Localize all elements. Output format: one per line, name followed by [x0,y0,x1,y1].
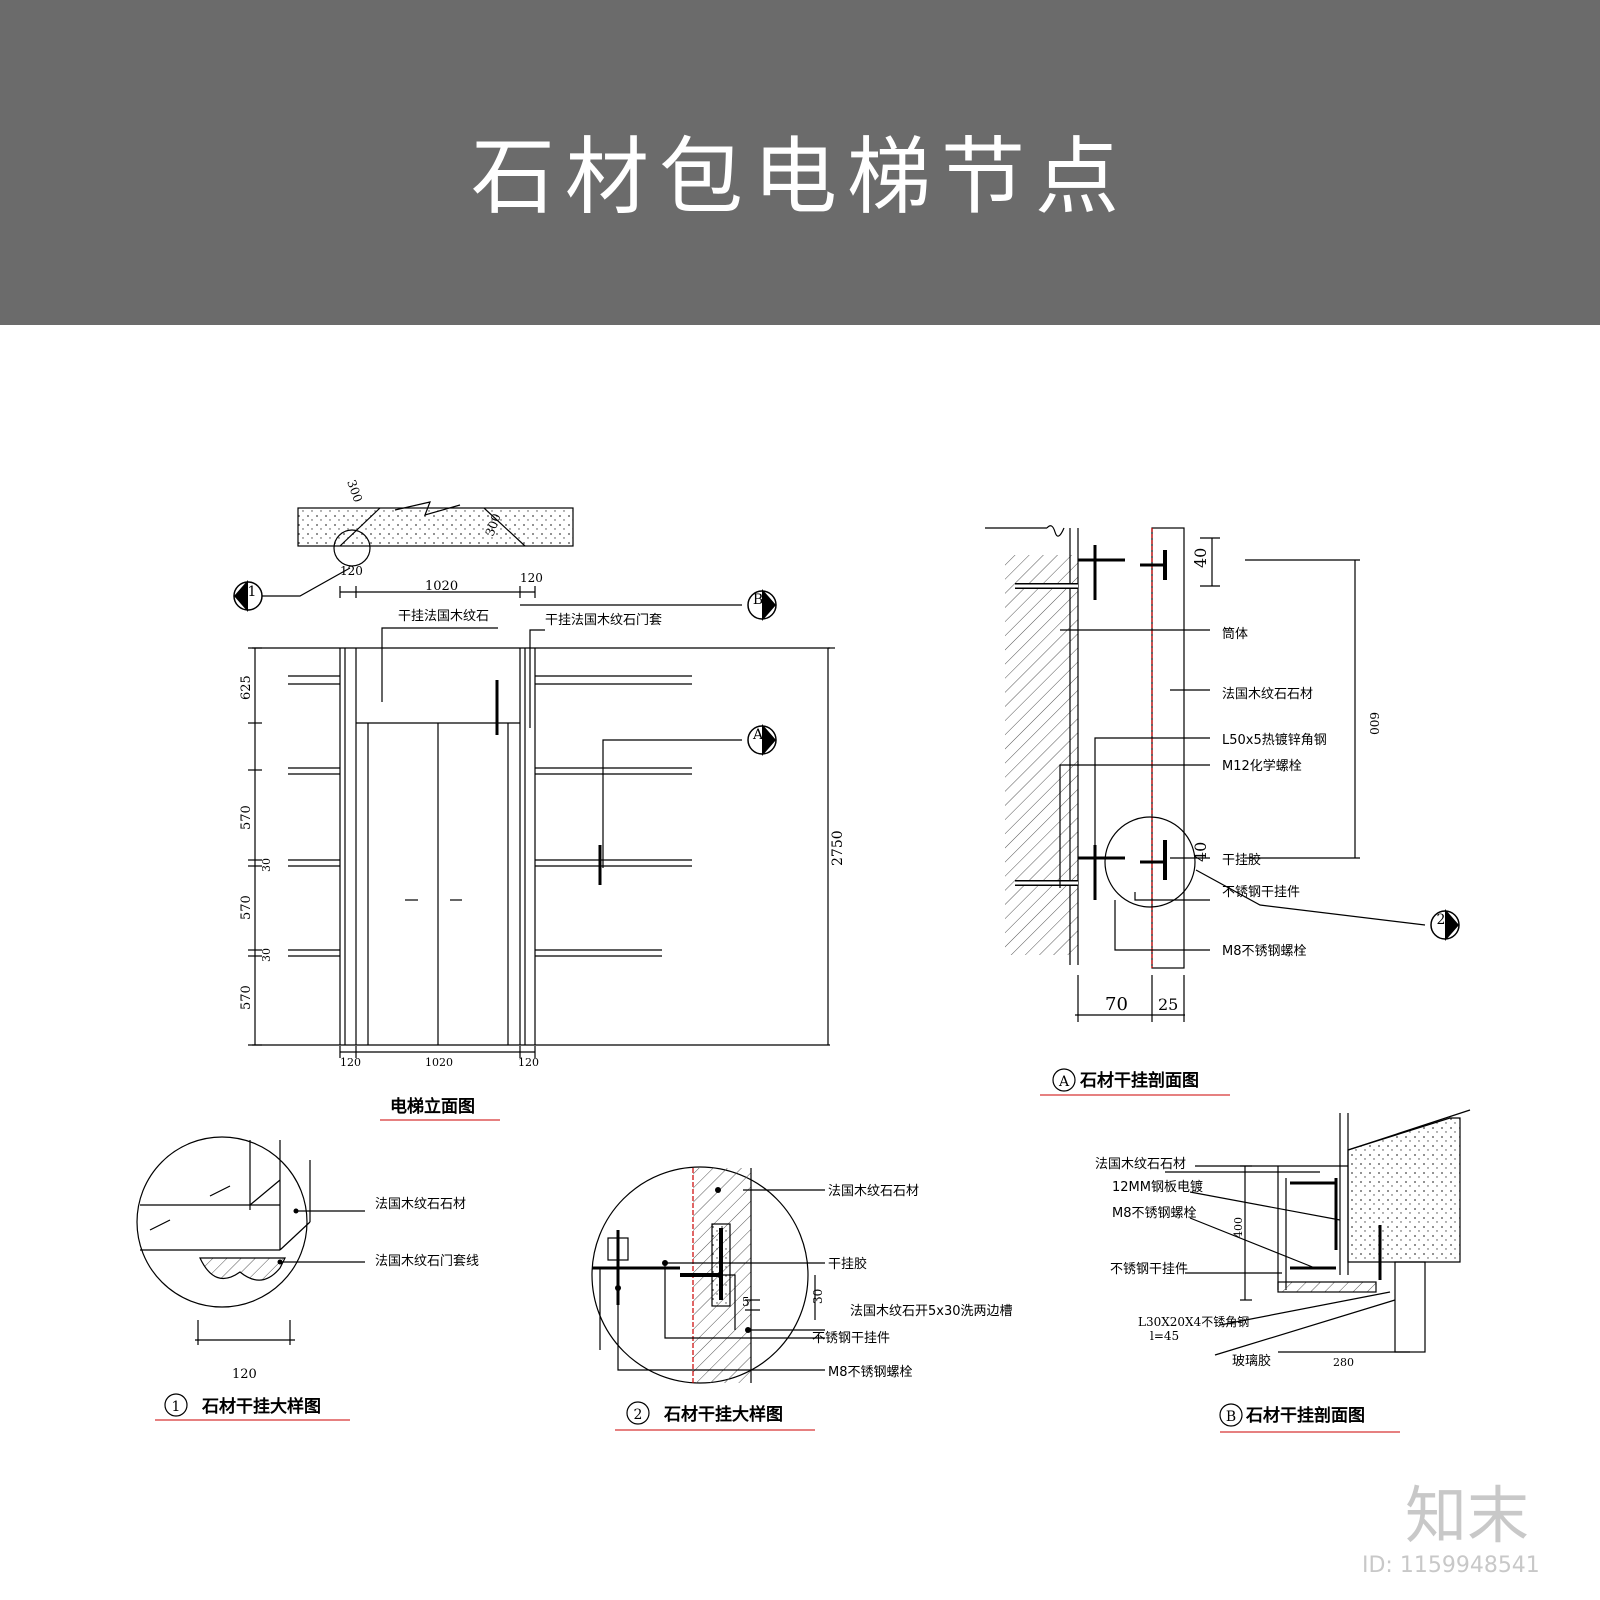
elevation-annotations: 干挂法国木纹石 干挂法国木纹石门套 300 300 120 1020 120 1… [239,478,846,1117]
svg-text:不锈钢干挂件: 不锈钢干挂件 [1110,1262,1188,1277]
svg-text:70: 70 [1105,994,1128,1015]
section-marker-b: B [747,589,777,621]
svg-text:40: 40 [1191,548,1210,568]
svg-text:1020: 1020 [425,1056,453,1069]
svg-text:280: 280 [1333,1356,1354,1369]
svg-text:600: 600 [1367,712,1381,735]
svg-text:25: 25 [1158,995,1178,1014]
section-a-annotations: 筒体 法国木纹石石材 L50x5热镀锌角钢 M12化学螺栓 干挂胶 不锈钢干挂件… [1052,548,1381,1092]
brand-watermark: 知末 [1405,1479,1530,1552]
svg-text:l=45: l=45 [1150,1329,1179,1343]
section-b-drawing [1165,1109,1471,1433]
label-door-frame: 干挂法国木纹石门套 [545,612,662,628]
section-a-title: 石材干挂剖面图 [1079,1070,1199,1091]
svg-text:M8不锈钢螺栓: M8不锈钢螺栓 [1112,1206,1197,1221]
svg-text:M8不锈钢螺栓: M8不锈钢螺栓 [828,1365,913,1380]
svg-text:2: 2 [634,1407,643,1423]
svg-text:40: 40 [1191,842,1210,862]
svg-text:120: 120 [518,1056,539,1069]
section-marker-a: A [747,724,777,756]
svg-text:B: B [1226,1409,1236,1425]
svg-text:400: 400 [1232,1217,1245,1238]
label-hanger: 不锈钢干挂件 [1222,885,1300,900]
section-b-title: 石材干挂剖面图 [1245,1405,1365,1426]
svg-text:30: 30 [260,858,273,872]
svg-text:570: 570 [239,895,254,920]
section-a-drawing [985,525,1426,1096]
detail-1-drawing [136,1136,365,1421]
section-b-annotations: 法国木纹石石材 12MM钢板电镀 M8不锈钢螺栓 不锈钢干挂件 L30X20X4… [1095,1157,1365,1427]
label-stone-panel: 干挂法国木纹石 [398,609,489,624]
image-id-watermark: ID: 1159948541 [1362,1553,1540,1578]
svg-text:L30X20X4不锈角钢: L30X20X4不锈角钢 [1138,1315,1249,1329]
section-marker-1: 1 [233,580,263,612]
svg-text:玻璃胶: 玻璃胶 [1232,1353,1271,1369]
svg-text:30: 30 [260,948,273,962]
svg-text:120: 120 [340,564,363,578]
title-banner: 石材包电梯节点 [0,0,1600,325]
svg-text:法国木纹石石材: 法国木纹石石材 [375,1197,466,1212]
svg-text:12MM钢板电镀: 12MM钢板电镀 [1112,1179,1203,1195]
svg-text:干挂胶: 干挂胶 [828,1256,867,1272]
svg-text:法国木纹石石材: 法国木纹石石材 [1095,1157,1186,1172]
svg-text:2750: 2750 [830,830,846,866]
svg-text:5: 5 [742,1295,750,1309]
svg-text:570: 570 [239,985,254,1010]
svg-text:570: 570 [239,805,254,830]
label-m8-bolt: M8不锈钢螺栓 [1222,944,1307,959]
svg-text:法国木纹石石材: 法国木纹石石材 [828,1184,919,1199]
svg-text:120: 120 [232,1367,257,1382]
detail-1-title: 石材干挂大样图 [201,1396,321,1417]
svg-text:625: 625 [239,675,254,700]
elevation-drawing [248,501,835,1121]
label-core-wall: 筒体 [1222,626,1248,642]
detail-2-title: 石材干挂大样图 [663,1404,783,1425]
svg-text:1020: 1020 [425,579,458,594]
svg-text:不锈钢干挂件: 不锈钢干挂件 [812,1331,890,1346]
svg-text:1: 1 [172,1399,181,1415]
svg-text:2: 2 [1437,912,1446,928]
svg-text:A: A [1058,1074,1070,1090]
page-title: 石材包电梯节点 [470,128,1129,226]
detail-1-annotations: 法国木纹石石材 法国木纹石门套线 120 1 石材干挂大样图 [164,1197,479,1417]
svg-text:法国木纹石开5x30洗两边槽: 法国木纹石开5x30洗两边槽 [850,1304,1013,1319]
svg-text:120: 120 [340,1056,361,1069]
label-angle-steel: L50x5热镀锌角钢 [1222,732,1327,748]
svg-text:30: 30 [811,1289,825,1304]
elevation-title: 电梯立面图 [390,1096,475,1117]
svg-text:A: A [752,727,764,743]
svg-text:1: 1 [248,584,257,600]
svg-text:法国木纹石门套线: 法国木纹石门套线 [375,1253,479,1269]
detail-2-annotations: 法国木纹石石材 干挂胶 法国木纹石开5x30洗两边槽 不锈钢干挂件 M8不锈钢螺… [626,1184,1013,1425]
label-adhesive: 干挂胶 [1222,852,1261,868]
svg-text:300: 300 [344,478,365,504]
svg-text:B: B [753,592,763,608]
label-chem-bolt: M12化学螺栓 [1222,758,1302,774]
detail-2-drawing [591,1166,825,1431]
section-marker-2: 2 [1430,909,1460,941]
label-stone: 法国木纹石石材 [1222,687,1313,702]
svg-text:120: 120 [520,571,543,585]
